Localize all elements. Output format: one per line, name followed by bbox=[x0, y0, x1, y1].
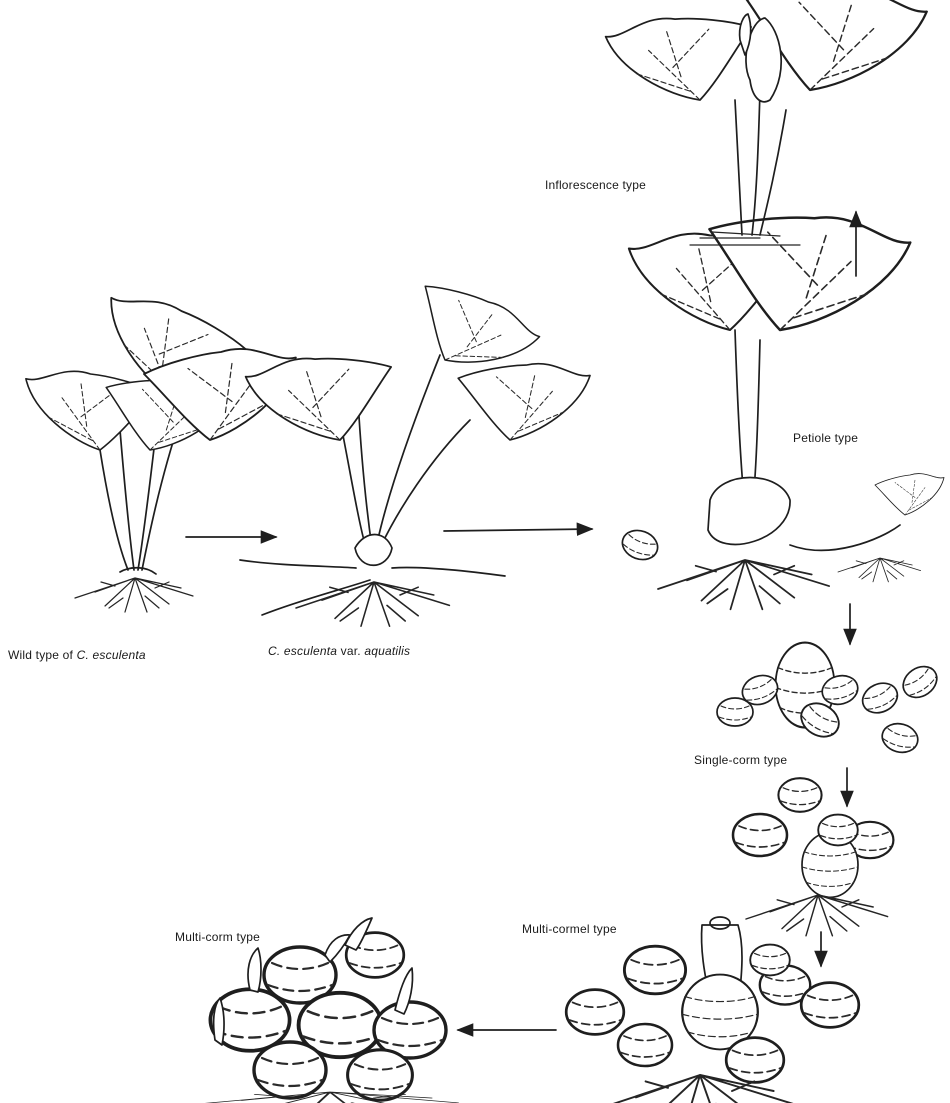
petiole-type-plant bbox=[618, 197, 944, 610]
label-petiole-type: Petiole type bbox=[793, 431, 858, 445]
label-aquatilis: C. esculenta var. aquatilis bbox=[268, 644, 410, 658]
label-single-corm-type: Single-corm type bbox=[694, 753, 787, 767]
label-wild-prefix: Wild type of bbox=[8, 648, 77, 662]
single-corm-type-plant bbox=[717, 643, 943, 757]
multi-cormel-cluster-upper bbox=[733, 778, 893, 936]
label-multi-cormel-type: Multi-cormel type bbox=[522, 922, 617, 936]
label-inflorescence-type: Inflorescence type bbox=[545, 178, 646, 192]
label-wild-type: Wild type of C. esculenta bbox=[8, 648, 146, 662]
multi-corm-type-plant bbox=[198, 918, 458, 1103]
aquatilis-plant bbox=[240, 268, 591, 626]
label-aquatilis-name: aquatilis bbox=[364, 644, 410, 658]
label-wild-species: C. esculenta bbox=[77, 648, 146, 662]
multi-cormel-type-plant bbox=[566, 917, 859, 1103]
inflorescence-type-plant bbox=[604, 0, 928, 245]
label-aquatilis-species: C. esculenta bbox=[268, 644, 337, 658]
label-multi-corm-type: Multi-corm type bbox=[175, 930, 260, 944]
arrow-aquatilis-to-petiole bbox=[444, 529, 592, 531]
wild-type-plant bbox=[26, 290, 296, 612]
label-aquatilis-var: var. bbox=[337, 644, 364, 658]
